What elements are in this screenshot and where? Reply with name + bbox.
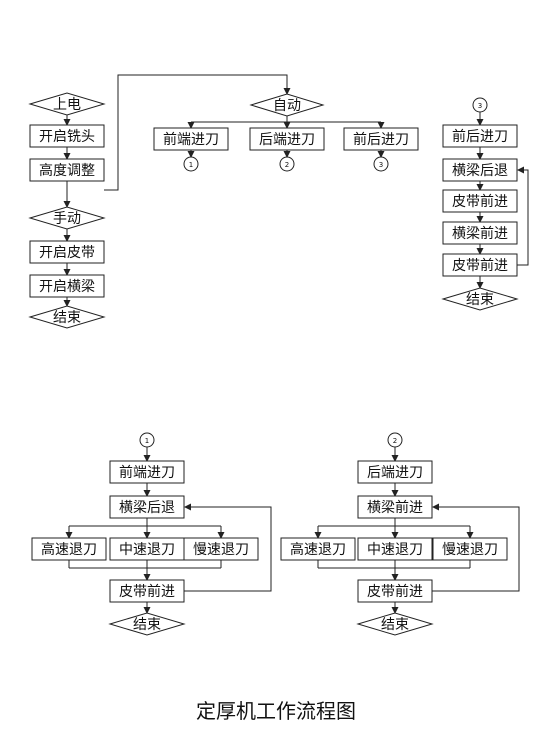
connector-1 xyxy=(183,156,199,172)
node-open-milling-head-label: 开启铣头 xyxy=(39,129,95,145)
node-fast-retract-c-label: 高速退刀 xyxy=(290,541,346,558)
connector-2 xyxy=(279,156,295,172)
connector-3-label: 3 xyxy=(379,161,383,169)
edge-loop xyxy=(184,503,272,592)
auto-flow: 自动 前端进刀 后端进刀 前后进刀 1 2 3 xyxy=(153,93,419,172)
node-rear-feed-b-label: 后端进刀 xyxy=(367,465,423,481)
node-belt-forward-r2-label: 皮带前进 xyxy=(452,257,508,274)
node-beam-forward-r-label: 横梁前进 xyxy=(452,225,508,242)
node-fast-retract-b-label: 高速退刀 xyxy=(41,541,97,558)
node-front-feed-label: 前端进刀 xyxy=(163,131,219,148)
node-belt-forward-r1-label: 皮带前进 xyxy=(452,193,508,210)
node-manual-label: 手动 xyxy=(53,211,81,227)
node-end-r xyxy=(441,287,519,311)
node-end-label: 结束 xyxy=(53,310,81,326)
node-beam-forward-b-label: 横梁前进 xyxy=(367,499,423,516)
edge-to-auto xyxy=(104,74,291,191)
connector-1-label: 1 xyxy=(189,161,193,169)
node-open-belt-label: 开启皮带 xyxy=(39,245,95,261)
node-power-on xyxy=(28,92,106,116)
node-auto-label: 自动 xyxy=(273,98,301,114)
node-open-beam-label: 开启横梁 xyxy=(39,279,95,295)
node-front-feed-b-label: 前端进刀 xyxy=(119,464,175,481)
node-end-r-label: 结束 xyxy=(466,292,494,308)
node-height-adjust-label: 高度调整 xyxy=(39,162,95,179)
figure-title: 定厚机工作流程图 xyxy=(196,699,356,723)
node-belt-forward-c-label: 皮带前进 xyxy=(367,583,423,600)
flow-connector-1: 1 前端进刀 横梁后退 高速退刀 中速退刀 慢速退刀 皮带前进 结束 xyxy=(31,432,272,636)
node-mid-retract-b-label: 中速退刀 xyxy=(119,542,175,558)
node-end xyxy=(28,305,106,329)
node-end-b xyxy=(108,612,186,636)
node-manual xyxy=(28,206,106,230)
connector-2-start-label: 2 xyxy=(393,437,397,445)
node-mid-retract-c-label: 中速退刀 xyxy=(367,542,423,558)
edge-loop xyxy=(517,166,529,266)
node-end-c xyxy=(356,612,434,636)
node-end-c-label: 结束 xyxy=(381,617,409,633)
node-beam-back-b-label: 横梁后退 xyxy=(119,500,175,516)
flow-connector-3: 3 前后进刀 横梁后退 皮带前进 横梁前进 皮带前进 结束 xyxy=(441,97,529,311)
node-beam-back-r-label: 横梁后退 xyxy=(452,163,508,179)
node-auto xyxy=(249,93,325,117)
connector-1-start-label: 1 xyxy=(145,437,149,445)
connector-3 xyxy=(373,156,389,172)
node-belt-forward-b-label: 皮带前进 xyxy=(119,583,175,600)
manual-flow: 上电 开启铣头 高度调整 手动 开启皮带 开启横梁 结束 xyxy=(28,92,106,329)
edge-loop xyxy=(432,503,520,592)
node-front-rear-feed-r-label: 前后进刀 xyxy=(452,128,508,145)
node-slow-retract-c-label: 慢速退刀 xyxy=(442,541,498,558)
node-front-rear-feed-label: 前后进刀 xyxy=(353,131,409,148)
node-power-on-label: 上电 xyxy=(53,97,81,113)
node-slow-retract-b-label: 慢速退刀 xyxy=(193,541,249,558)
flow-connector-2: 2 后端进刀 横梁前进 高速退刀 中速退刀 慢速退刀 皮带前进 结束 xyxy=(280,432,520,636)
node-end-b-label: 结束 xyxy=(133,617,161,633)
connector-3-start-label: 3 xyxy=(478,102,482,110)
node-rear-feed-label: 后端进刀 xyxy=(259,132,315,148)
connector-2-label: 2 xyxy=(285,161,289,169)
